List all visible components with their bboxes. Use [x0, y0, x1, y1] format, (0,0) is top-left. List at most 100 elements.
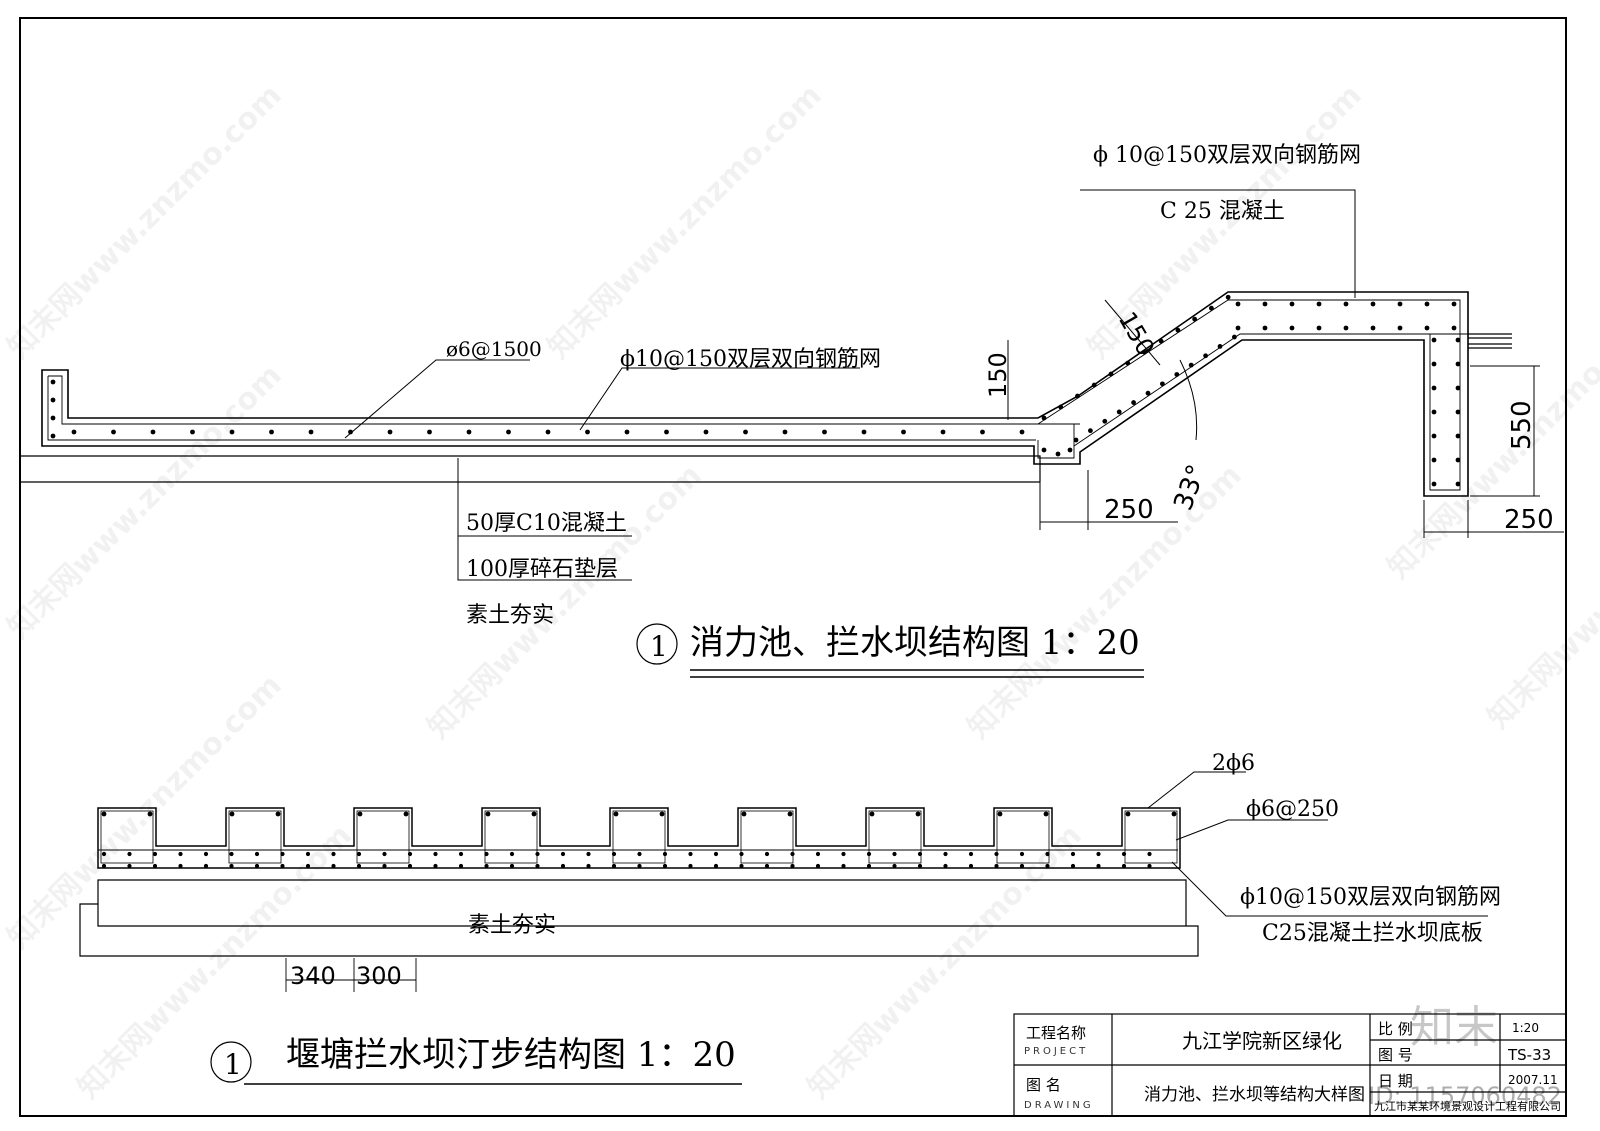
rebar-dot — [586, 851, 591, 857]
rebar-dot — [509, 851, 515, 857]
rebar-dot — [203, 863, 209, 869]
rebar-dot — [178, 851, 183, 857]
rebar-dot — [178, 863, 183, 869]
weir-foundation — [79, 879, 1199, 957]
rebar-dot — [1217, 344, 1223, 349]
stirrup-outline — [228, 810, 282, 864]
rebar-dot — [101, 863, 107, 869]
rebar-dot — [1431, 361, 1437, 367]
rebar-dot — [1147, 851, 1152, 857]
rebar-dot — [331, 863, 336, 869]
rebar-dot — [1075, 393, 1080, 399]
rebar-dot — [1142, 349, 1147, 355]
rebar-dot — [637, 863, 642, 869]
rebar-dot — [1041, 447, 1047, 453]
basin-slab-outline — [41, 291, 1469, 497]
rebar-dot — [713, 851, 719, 857]
rebar-dot — [407, 851, 413, 857]
stirrup-outline — [356, 810, 410, 864]
rebar-dot — [901, 429, 906, 435]
watermark-text: 知末网www.znzmo.com — [801, 818, 1089, 1106]
watermark-id: ID: 1157060482 — [1368, 1082, 1562, 1110]
rebar-dot — [968, 851, 974, 857]
rebar-dot — [861, 429, 867, 435]
rebar-dot — [280, 863, 285, 869]
rebar-dot — [688, 863, 693, 869]
rebar-dot — [1289, 325, 1295, 331]
dim-wall-550: 550 — [1507, 400, 1537, 450]
rebar-dot — [433, 863, 438, 869]
rebar-dot — [1316, 301, 1322, 307]
rebar-dot — [305, 863, 311, 869]
rebar-dot — [741, 811, 747, 817]
rebar-dot — [407, 863, 413, 869]
rebar-dot — [1125, 360, 1131, 366]
rebar-dot — [994, 851, 999, 857]
rebar-dot — [382, 863, 387, 869]
rebar-dot — [1131, 400, 1136, 405]
detail-1-leaders — [344, 189, 1564, 678]
title-block — [1013, 1013, 1567, 1117]
rebar-dot — [822, 429, 827, 435]
rebar-dot — [1188, 362, 1194, 368]
rebar-dot — [1455, 409, 1461, 415]
dim-block-340: 340 — [290, 962, 336, 990]
rebar-dot — [229, 811, 235, 817]
rebar-dot — [1073, 437, 1079, 443]
rebar-dot — [611, 851, 617, 857]
rebar-dot — [1121, 851, 1127, 857]
rebar-dot — [782, 429, 788, 435]
tb-number-value: TS-33 — [1507, 1046, 1551, 1064]
rebar-dot — [458, 863, 464, 869]
rebar-dot — [1370, 301, 1376, 307]
rebar-dot — [127, 851, 132, 857]
rebar-dot — [1121, 863, 1127, 869]
rebar-dot — [71, 429, 77, 435]
downstream-pipe — [1468, 333, 1512, 349]
watermark-logo: 知末 — [1410, 1002, 1498, 1053]
tb-number-label: 图 号 — [1378, 1046, 1413, 1064]
tb-project-label: 工程名称 — [1026, 1024, 1086, 1042]
stirrup-outline — [100, 810, 154, 864]
rebar-dot — [662, 863, 668, 869]
rebar-dot — [637, 851, 642, 857]
rebar-dot — [560, 851, 566, 857]
rebar-dot — [357, 811, 363, 817]
weir-slab-outline — [97, 807, 1181, 869]
rebar-dot — [1160, 381, 1165, 387]
rebar-dot — [331, 851, 336, 857]
rebar-dot — [1431, 409, 1437, 415]
rebar-dot — [1397, 301, 1403, 307]
rebar-dot — [739, 863, 744, 869]
layer-gravel: 100厚碎石垫层 — [466, 557, 618, 582]
callout-weir-mesh: ϕ10@150双层双向钢筋网 — [1240, 885, 1501, 910]
rebar-dot — [994, 863, 999, 869]
rebar-dot — [1455, 337, 1461, 343]
rebar-dot — [1232, 334, 1237, 340]
rebar-dot — [917, 863, 923, 869]
rebar-dot — [1455, 433, 1461, 439]
watermark-text: 知末网www.znzmo.com — [421, 458, 709, 746]
rebar-dot — [790, 863, 795, 869]
rebar-dot — [1055, 451, 1061, 457]
rebar-dot — [1455, 385, 1461, 391]
rebar-dot — [790, 851, 795, 857]
rebar-dot — [841, 851, 846, 857]
rebar-dot — [943, 863, 948, 869]
tb-drawing-name: 消力池、拦水坝等结构大样图 — [1144, 1085, 1365, 1105]
rebar-dot — [101, 851, 107, 857]
detail-1-rebar-dots — [50, 294, 1461, 487]
rebar-dot — [1343, 301, 1349, 307]
rebar-dot — [892, 851, 897, 857]
rebar-dot — [815, 851, 821, 857]
watermark-text: 知末网www.znzmo.com — [541, 78, 829, 366]
callout-2phi6: 2ϕ6 — [1212, 751, 1255, 776]
rebar-dot — [764, 851, 770, 857]
rebar-dot — [1431, 457, 1437, 463]
rebar-dot — [743, 429, 748, 435]
rebar-dot — [1431, 337, 1437, 343]
rebar-dot — [892, 863, 897, 869]
watermark-text: 知末网www.znzmo.com — [1, 358, 289, 646]
watermark-text: 知末网www.znzmo.com — [1081, 78, 1369, 366]
rebar-dot — [535, 863, 540, 869]
